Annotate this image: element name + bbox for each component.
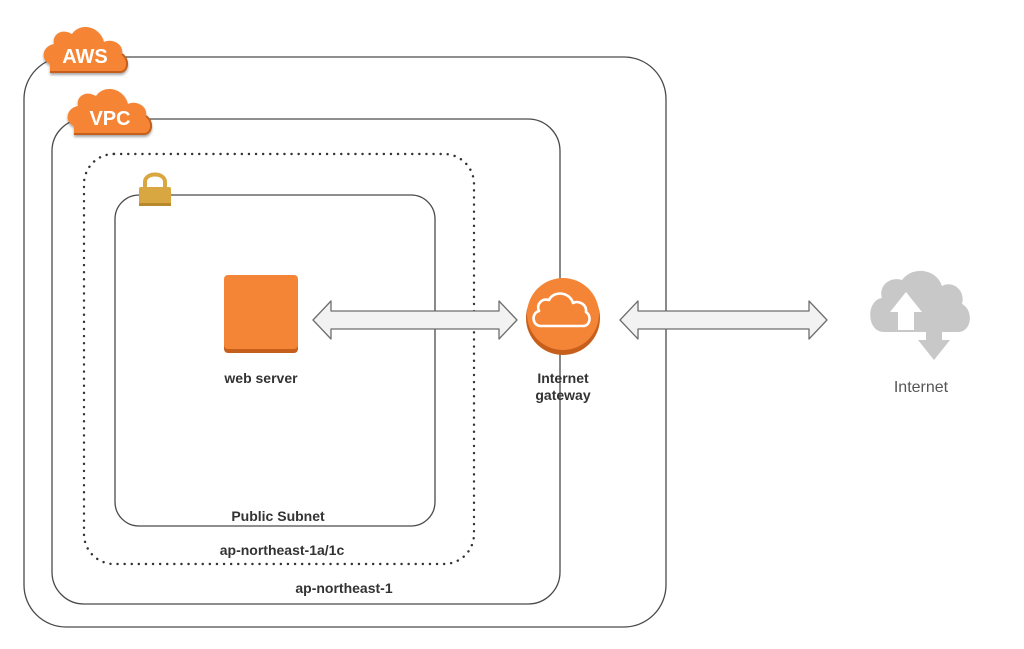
cloud-badge-icon [67,89,152,135]
cloud-badge-icon [43,27,128,73]
aws-badge-label: AWS [62,46,108,68]
aws-cloud-container [23,56,667,628]
availability-zone-label: ap-northeast-1a/1c [220,542,345,558]
internet-label: Internet [894,379,949,396]
vpc-badge: VPC [67,89,152,135]
internet-cloud-icon [870,270,970,360]
public-subnet-label: Public Subnet [231,508,325,524]
region-label: ap-northeast-1 [295,580,392,596]
connection-arrow-server-gateway [312,300,518,340]
vpc-container [51,118,561,605]
internet-gateway-label-line1: Internet [537,370,589,386]
aws-badge: AWS [43,27,128,73]
internet-gateway-label-line2: gateway [535,387,590,403]
public-subnet-container [114,194,436,527]
internet-gateway-icon [526,278,600,355]
ec2-instance-icon [224,275,298,353]
padlock-icon [139,172,171,206]
connection-arrow-gateway-internet [619,300,828,340]
vpc-badge-label: VPC [89,108,130,130]
web-server-label: web server [223,370,298,386]
